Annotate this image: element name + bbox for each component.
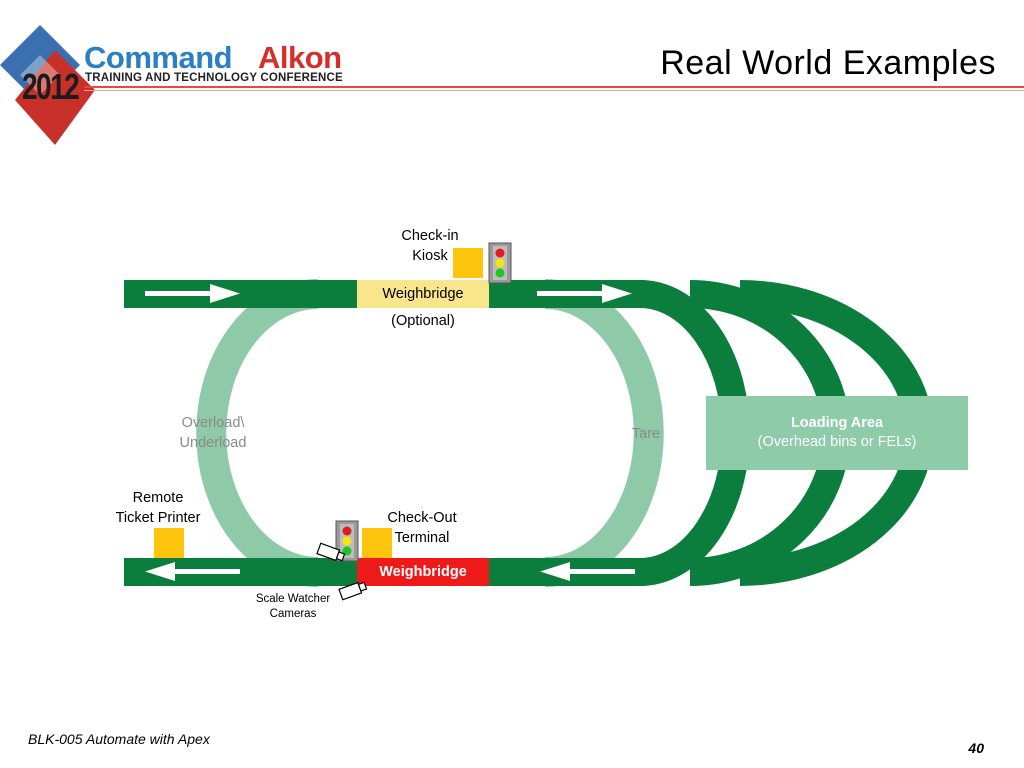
slide-title: Real World Examples bbox=[660, 44, 996, 82]
logo-highlight bbox=[20, 55, 60, 95]
conference-logo bbox=[0, 25, 95, 145]
header-rule-thin bbox=[84, 90, 1024, 91]
traffic-light-top-icon bbox=[488, 242, 512, 284]
loading-area-title: Loading Area bbox=[790, 415, 884, 431]
checkout-terminal-line2: Terminal bbox=[394, 530, 450, 546]
checkout-terminal-line1: Check-Out bbox=[387, 510, 457, 526]
tare-label: Tare bbox=[631, 426, 661, 442]
remote-printer-line1: Remote bbox=[132, 490, 184, 506]
loading-area-subtitle: (Overhead bins or FELs) bbox=[757, 434, 917, 450]
camera-lower-icon bbox=[338, 581, 368, 601]
checkout-terminal-icon bbox=[362, 528, 392, 558]
weighbridge-active bbox=[357, 558, 489, 586]
bottom-arrow-right bbox=[540, 562, 635, 581]
optional-label: (Optional) bbox=[391, 313, 455, 329]
scale-watcher-cameras-label: Scale Watcher Cameras bbox=[243, 592, 343, 622]
logo-red-diamond bbox=[15, 50, 95, 145]
remote-printer-icon bbox=[154, 528, 184, 558]
logo-year: 2012 bbox=[22, 66, 80, 107]
checkin-kiosk-line2: Kiosk bbox=[412, 248, 448, 264]
overload-loop-track bbox=[196, 279, 319, 587]
top-arrow-right bbox=[537, 284, 632, 303]
checkout-terminal-label: Check-Out Terminal bbox=[370, 508, 474, 548]
brand-alkon: Alkon bbox=[258, 40, 342, 75]
weighbridge-optional bbox=[357, 280, 489, 308]
cameras-line1: Scale Watcher bbox=[255, 593, 331, 605]
loading-area bbox=[706, 396, 968, 470]
remote-printer-label: Remote Ticket Printer bbox=[98, 488, 218, 528]
weighbridge-optional-label: Weighbridge bbox=[382, 286, 464, 302]
weighbridge-active-label: Weighbridge bbox=[379, 564, 467, 580]
bottom-arrow-left bbox=[145, 562, 240, 581]
overload-line2: Underload bbox=[179, 435, 247, 451]
brand-command: Command bbox=[84, 40, 233, 75]
top-arrow-left bbox=[145, 284, 240, 303]
footer-session-code: BLK-005 Automate with Apex bbox=[28, 731, 210, 747]
checkin-kiosk-line1: Check-in bbox=[401, 228, 459, 244]
overload-underload-label: Overload\ Underload bbox=[158, 413, 268, 453]
brand-subtitle: TRAINING AND TECHNOLOGY CONFERENCE bbox=[85, 72, 343, 84]
cameras-line2: Cameras bbox=[269, 608, 317, 620]
remote-printer-line2: Ticket Printer bbox=[115, 510, 201, 526]
header-rule bbox=[84, 86, 1024, 88]
checkin-kiosk-icon bbox=[453, 248, 483, 278]
tare-loop-track bbox=[544, 279, 664, 587]
traffic-light-bottom-icon bbox=[335, 520, 359, 562]
page-number: 40 bbox=[968, 740, 984, 756]
camera-upper-icon bbox=[316, 542, 346, 562]
overload-line1: Overload\ bbox=[181, 415, 245, 431]
checkin-kiosk-label: Check-in Kiosk bbox=[380, 226, 480, 266]
